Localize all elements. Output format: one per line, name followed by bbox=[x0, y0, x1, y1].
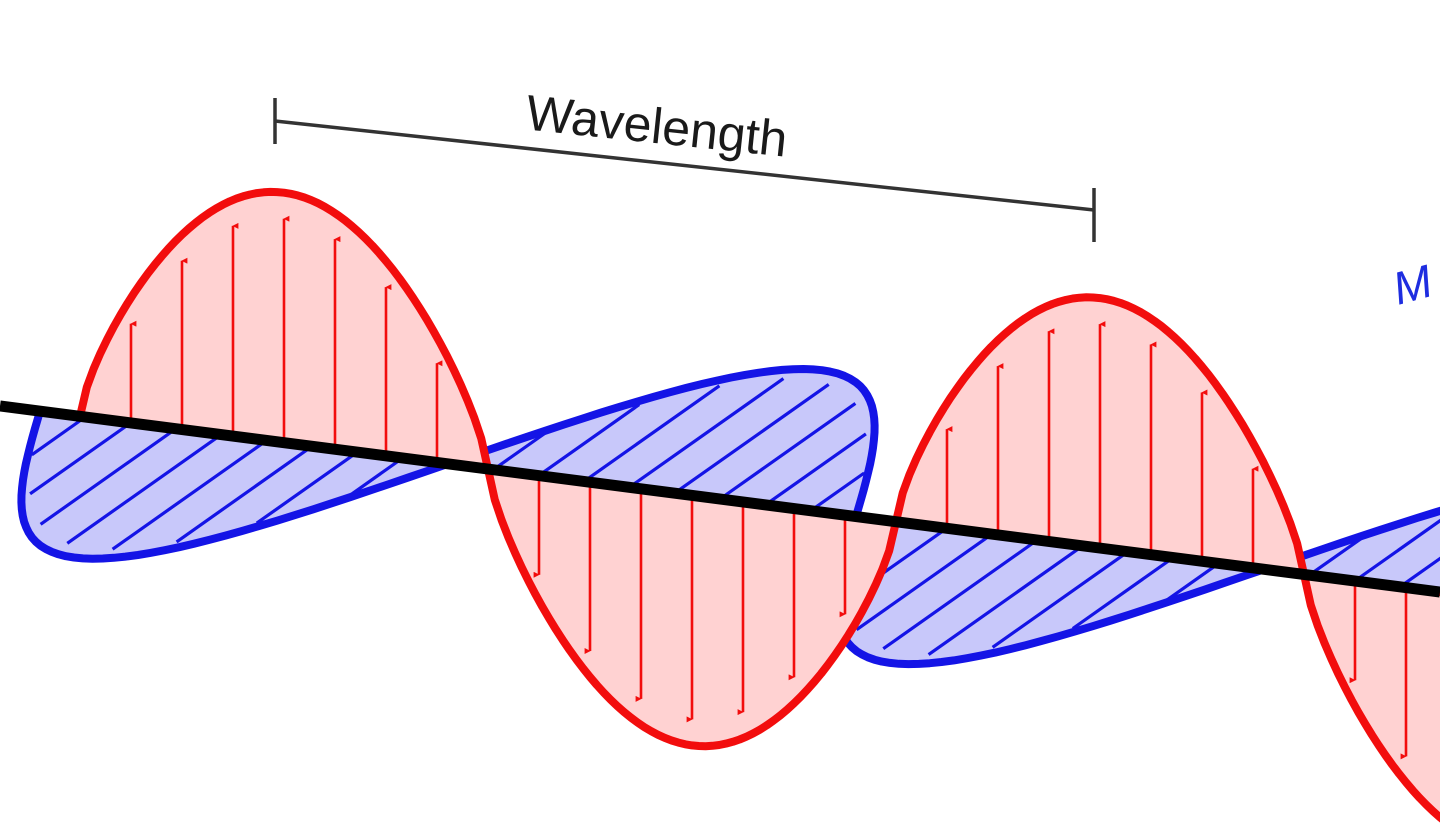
magnetic-field-arrow bbox=[673, 383, 830, 495]
magnetic-field-arrow bbox=[39, 427, 177, 526]
wavelength-dimension: Wavelength bbox=[273, 85, 1096, 242]
magnetic-field-arrow bbox=[30, 415, 87, 457]
magnetic-field-arrow bbox=[1308, 536, 1364, 577]
propagation-axis bbox=[0, 400, 1440, 598]
magnetic-field-arrow bbox=[348, 456, 404, 498]
magnetic-field-arrow bbox=[29, 421, 132, 496]
magnetic-field-arrow bbox=[809, 471, 866, 513]
magnetic-field-arrow bbox=[66, 433, 223, 545]
magnetic-lobe bbox=[444, 365, 879, 521]
magnetic-field-arrow bbox=[1071, 556, 1175, 630]
magnetic-field-arrow bbox=[719, 402, 857, 501]
electric-lobe bbox=[1300, 570, 1440, 823]
magnetic-field-arrow bbox=[537, 403, 641, 477]
wavelength-label: Wavelength bbox=[523, 85, 790, 168]
edge-label: M bbox=[1387, 254, 1438, 314]
magnetic-field-arrow bbox=[628, 377, 785, 489]
magnetic-field-arrow bbox=[255, 450, 359, 525]
electric-field-wave bbox=[76, 187, 1440, 823]
magnetic-field-arrow bbox=[1353, 518, 1440, 583]
magnetic-lobe-fill bbox=[448, 369, 875, 517]
magnetic-field-arrow bbox=[855, 532, 993, 632]
magnetic-field-arrow bbox=[583, 384, 721, 483]
dimension-line bbox=[274, 119, 1095, 212]
magnetic-field-arrow bbox=[1399, 556, 1440, 589]
magnetic-lobe-fill bbox=[837, 516, 1264, 665]
magnetic-field-arrow bbox=[882, 538, 1039, 651]
magnetic-field-arrow bbox=[991, 550, 1129, 649]
magnetic-field-arrow bbox=[764, 432, 867, 507]
magnetic-field-arrow bbox=[492, 430, 548, 472]
magnetic-field-arrow bbox=[111, 439, 268, 551]
magnetic-field-arrow bbox=[175, 444, 313, 544]
magnetic-field-arrow bbox=[1164, 562, 1220, 603]
magnetic-lobe-fill bbox=[21, 411, 449, 559]
magnetic-field-arrow bbox=[927, 544, 1084, 656]
